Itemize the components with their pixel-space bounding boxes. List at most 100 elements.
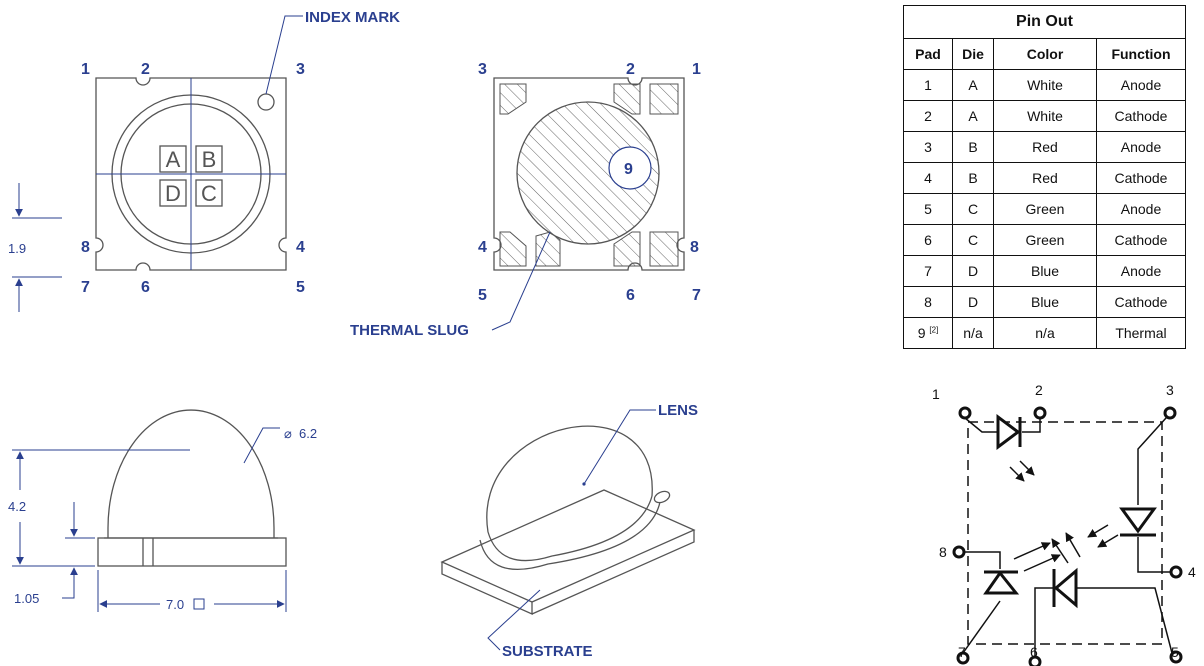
iso-lens-base <box>487 495 653 562</box>
bottom-pin-8: 8 <box>690 239 699 256</box>
led-c-triangle <box>1053 567 1078 609</box>
schem-pin-8-terminal <box>952 545 966 559</box>
top-pin-3: 3 <box>296 61 305 78</box>
isometric-view: LENS SUBSTRATE <box>440 402 698 660</box>
col-header-color: Color <box>993 38 1097 70</box>
bottom-pin-7: 7 <box>692 287 701 304</box>
schem-pin-2-terminal <box>1033 406 1047 420</box>
iso-lens-dome <box>486 425 653 533</box>
die-b-box <box>195 145 223 173</box>
top-pin-4: 4 <box>296 239 305 256</box>
die-a-box <box>159 145 187 173</box>
cell-color: Green <box>993 193 1097 225</box>
cell-die: B <box>952 131 994 163</box>
bottom-pin-6: 6 <box>626 287 635 304</box>
lens-callout: LENS <box>658 402 698 419</box>
lens-leader <box>583 409 656 485</box>
die-d-label: D <box>165 181 181 206</box>
iso-substrate-right-side <box>531 530 695 615</box>
cell-die: A <box>952 100 994 132</box>
cell-color: White <box>993 100 1097 132</box>
top-pin-1: 1 <box>81 61 90 78</box>
schem-pin-4-terminal <box>1169 565 1183 579</box>
die-c-label: C <box>201 181 217 206</box>
cell-die: C <box>952 193 994 225</box>
package-boundary <box>967 421 1163 645</box>
pad-9-footnote: [2] <box>929 325 939 335</box>
cell-die: D <box>952 255 994 287</box>
cell-pad: 9 [2] <box>903 317 953 349</box>
cell-die: B <box>952 162 994 194</box>
diameter-symbol: ⌀ <box>284 426 292 441</box>
schem-pin-3: 3 <box>1166 382 1174 398</box>
cell-die: D <box>952 286 994 318</box>
top-pin-6: 6 <box>141 279 150 296</box>
iso-index-mark <box>653 490 671 504</box>
led-b-triangle <box>1119 507 1157 534</box>
circuit-schematic: 1 2 3 4 5 6 7 8 <box>932 382 1196 666</box>
pad-9-marker <box>608 146 652 190</box>
diameter-value: 6.2 <box>299 426 317 441</box>
schem-pin-2: 2 <box>1035 382 1043 398</box>
bottom-pads <box>499 83 679 267</box>
base-height-dimension: 1.05 <box>14 591 39 606</box>
schem-pin-6: 6 <box>1030 644 1038 660</box>
cell-color: Red <box>993 162 1097 194</box>
substrate-callout: SUBSTRATE <box>502 643 593 660</box>
schem-pin-8: 8 <box>939 544 947 560</box>
schem-pin-1: 1 <box>932 386 940 402</box>
cell-function: Anode <box>1096 131 1186 163</box>
thermal-slug-leader <box>491 231 551 331</box>
cell-function: Anode <box>1096 255 1186 287</box>
top-pin-7: 7 <box>81 279 90 296</box>
thermal-slug-callout: THERMAL SLUG <box>350 322 469 339</box>
die-a-label: A <box>166 147 181 172</box>
col-header-die: Die <box>952 38 994 70</box>
dome-profile <box>107 409 275 538</box>
base-dim-leader <box>62 590 75 599</box>
schem-pin-7: 7 <box>958 644 966 660</box>
cell-pad: 8 <box>903 286 953 318</box>
cell-color: Red <box>993 131 1097 163</box>
top-view-package <box>95 77 287 271</box>
cell-function: Anode <box>1096 69 1186 101</box>
cell-function: Cathode <box>1096 162 1186 194</box>
schem-pin-5-terminal <box>1169 650 1183 664</box>
bottom-pin-9: 9 <box>624 161 633 178</box>
thermal-slug-pad <box>516 101 660 245</box>
top-pin-8: 8 <box>81 239 90 256</box>
cell-color: White <box>993 69 1097 101</box>
cell-color: Blue <box>993 286 1097 318</box>
cell-function: Anode <box>1096 193 1186 225</box>
bottom-pin-3: 3 <box>478 61 487 78</box>
top-view: A B D C INDEX MARK 1 2 3 4 5 6 7 8 1.9 <box>8 9 400 312</box>
iso-lens-rim <box>479 501 661 571</box>
cell-function: Thermal <box>1096 317 1186 349</box>
bottom-view-package <box>493 77 685 271</box>
pad-9-label: 9 <box>917 325 926 341</box>
die-b-label: B <box>202 147 217 172</box>
iso-substrate-top <box>440 489 696 603</box>
pinout-title: Pin Out <box>903 5 1186 39</box>
cell-function: Cathode <box>1096 286 1186 318</box>
bottom-pin-5: 5 <box>478 287 487 304</box>
schem-pin-3-terminal <box>1163 406 1177 420</box>
led-d-triangle <box>983 570 1020 595</box>
index-mark-dot <box>257 93 275 111</box>
cell-die: C <box>952 224 994 256</box>
substrate-leader <box>487 589 541 651</box>
cell-pad: 6 <box>903 224 953 256</box>
cell-pad: 3 <box>903 131 953 163</box>
cell-function: Cathode <box>1096 224 1186 256</box>
led-a-triangle <box>996 414 1021 450</box>
schem-pin-5: 5 <box>1171 644 1179 660</box>
cell-color: Blue <box>993 255 1097 287</box>
side-view: ⌀ 6.2 4.2 1.05 7.0 <box>8 409 317 612</box>
